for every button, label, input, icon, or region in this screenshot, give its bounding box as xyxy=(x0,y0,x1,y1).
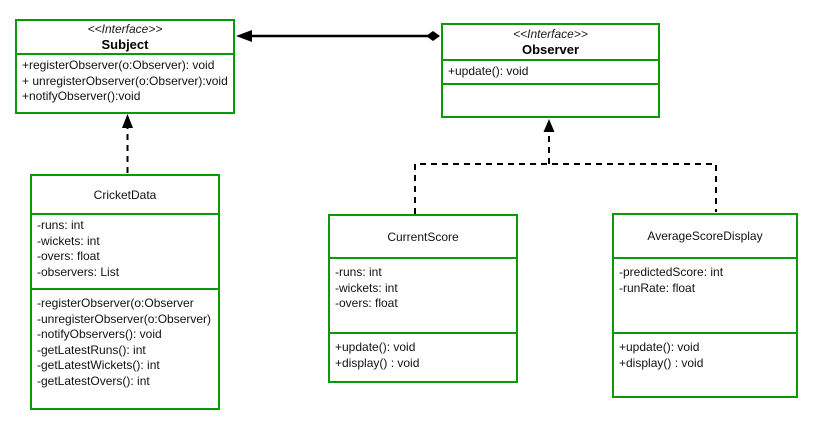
attribute-item: -runs: int xyxy=(37,218,84,232)
observer-header: <<Interface>> Observer xyxy=(443,25,658,59)
arrowhead-to-subject-bottom-icon xyxy=(122,114,133,128)
method-item: +update(): void xyxy=(448,64,529,78)
attribute-item: -wickets: int xyxy=(37,233,100,248)
cricketdata-attributes-section: -runs: int -wickets: int -overs: float -… xyxy=(32,213,218,288)
cricketdata-name: CricketData xyxy=(93,187,157,202)
method-item: +registerObserver(o:Observer): void xyxy=(22,58,215,72)
class-box-cricketdata[interactable]: CricketData -runs: int -wickets: int -ov… xyxy=(30,174,220,410)
observer-empty-section xyxy=(443,83,658,116)
subject-name: Subject xyxy=(101,36,149,52)
method-item: -notifyObservers(): void xyxy=(37,327,162,341)
arrowhead-to-observer-bottom-icon xyxy=(543,119,555,132)
observer-stereotype: <<Interface>> xyxy=(513,26,588,41)
observer-name: Observer xyxy=(521,41,580,57)
attribute-item: -observers: List xyxy=(37,264,120,279)
currentscore-name: CurrentScore xyxy=(387,229,459,244)
averagescoredisplay-attributes-section: -predictedScore: int -runRate: float xyxy=(614,257,796,332)
method-item: +notifyObserver():void xyxy=(22,89,141,103)
method-item: +update(): void xyxy=(619,340,700,354)
method-item: +update(): void xyxy=(335,340,416,354)
arrowhead-to-subject-icon xyxy=(236,30,252,42)
currentscore-methods-section: +update(): void +display() : void xyxy=(330,332,516,381)
attribute-item: -runs: int xyxy=(335,265,382,279)
diamond-at-observer-icon xyxy=(426,31,440,41)
method-item: -getLatestWickets(): int xyxy=(37,358,160,372)
method-item: -registerObserver(o:Observer xyxy=(37,296,194,310)
class-box-subject[interactable]: <<Interface>> Subject +registerObserver(… xyxy=(15,19,235,114)
method-item: +display() : void xyxy=(335,355,420,370)
attribute-item: -runRate: float xyxy=(619,280,696,295)
subject-methods-section: +registerObserver(o:Observer): void + un… xyxy=(17,53,233,112)
attribute-item: -predictedScore: int xyxy=(619,265,724,279)
method-item: +display() : void xyxy=(619,355,704,370)
class-box-averagescoredisplay[interactable]: AverageScoreDisplay -predictedScore: int… xyxy=(612,213,798,398)
attribute-item: -overs: float xyxy=(37,249,100,263)
edge-displays-observer-line xyxy=(414,131,717,214)
class-box-currentscore[interactable]: CurrentScore -runs: int -wickets: int -o… xyxy=(328,214,518,383)
averagescoredisplay-methods-section: +update(): void +display() : void xyxy=(614,332,796,396)
currentscore-attributes-section: -runs: int -wickets: int -overs: float xyxy=(330,257,516,332)
attribute-item: -wickets: int xyxy=(335,280,398,295)
class-box-observer[interactable]: <<Interface>> Observer +update(): void xyxy=(441,23,660,118)
cricketdata-methods-section: -registerObserver(o:Observer -unregister… xyxy=(32,288,218,408)
method-item: -getLatestRuns(): int xyxy=(37,342,146,357)
method-item: -getLatestOvers(): int xyxy=(37,373,150,388)
subject-stereotype: <<Interface>> xyxy=(87,21,163,36)
method-item: -unregisterObserver(o:Observer) xyxy=(37,311,212,326)
subject-header: <<Interface>> Subject xyxy=(17,21,233,53)
attribute-item: -overs: float xyxy=(335,296,398,310)
method-item: + unregisterObserver(o:Observer):void xyxy=(22,73,228,88)
averagescoredisplay-name: AverageScoreDisplay xyxy=(647,229,763,243)
observer-methods-section: +update(): void xyxy=(443,59,658,83)
